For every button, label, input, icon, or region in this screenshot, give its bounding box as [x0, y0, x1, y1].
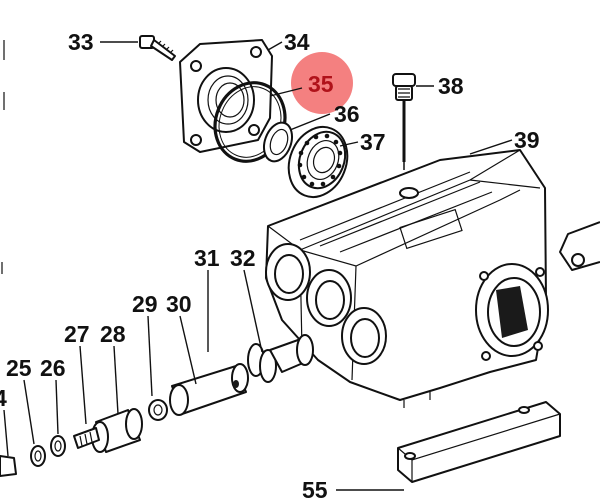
callout-25: 25: [6, 355, 32, 381]
part-29-30-piston: [148, 363, 249, 421]
callout-35: 35: [308, 71, 334, 97]
callout-31: 31: [194, 245, 220, 271]
callout-34: 34: [284, 29, 310, 55]
highlight-marker: [291, 52, 353, 114]
edge-fragment: [1, 40, 5, 274]
callout-28: 28: [100, 321, 126, 347]
callout-37: 37: [360, 129, 386, 155]
callout-55: 55: [302, 477, 328, 500]
callout-36: 36: [334, 101, 360, 127]
callout-labels: 33 34 35 36 37 38 39 31 32 29 30 27 28 2…: [0, 29, 540, 500]
callout-29: 29: [132, 291, 158, 317]
callout-33: 33: [68, 29, 94, 55]
part-27-28-plunger: [73, 408, 143, 453]
callout-32: 32: [230, 245, 256, 271]
part-31-32-piston-seals: [247, 334, 314, 383]
part-4-fragment: [0, 455, 17, 477]
part-36-seal: [262, 121, 294, 163]
part-38-vent-plug: [392, 73, 416, 170]
leader-lines: [3, 41, 513, 491]
callout-26: 26: [40, 355, 66, 381]
callout-30: 30: [166, 291, 192, 317]
part-33-bolt: [139, 35, 176, 61]
part-39-housing: [265, 149, 549, 408]
callout-38: 38: [438, 73, 464, 99]
callout-39: 39: [514, 127, 540, 153]
callout-27: 27: [64, 321, 90, 347]
part-25-26-washers: [30, 435, 66, 467]
callout-4: 4: [0, 385, 7, 411]
part-37-bearing: [287, 126, 349, 198]
conrod-fragment: [559, 221, 600, 271]
part-55-bracket: [397, 401, 561, 483]
